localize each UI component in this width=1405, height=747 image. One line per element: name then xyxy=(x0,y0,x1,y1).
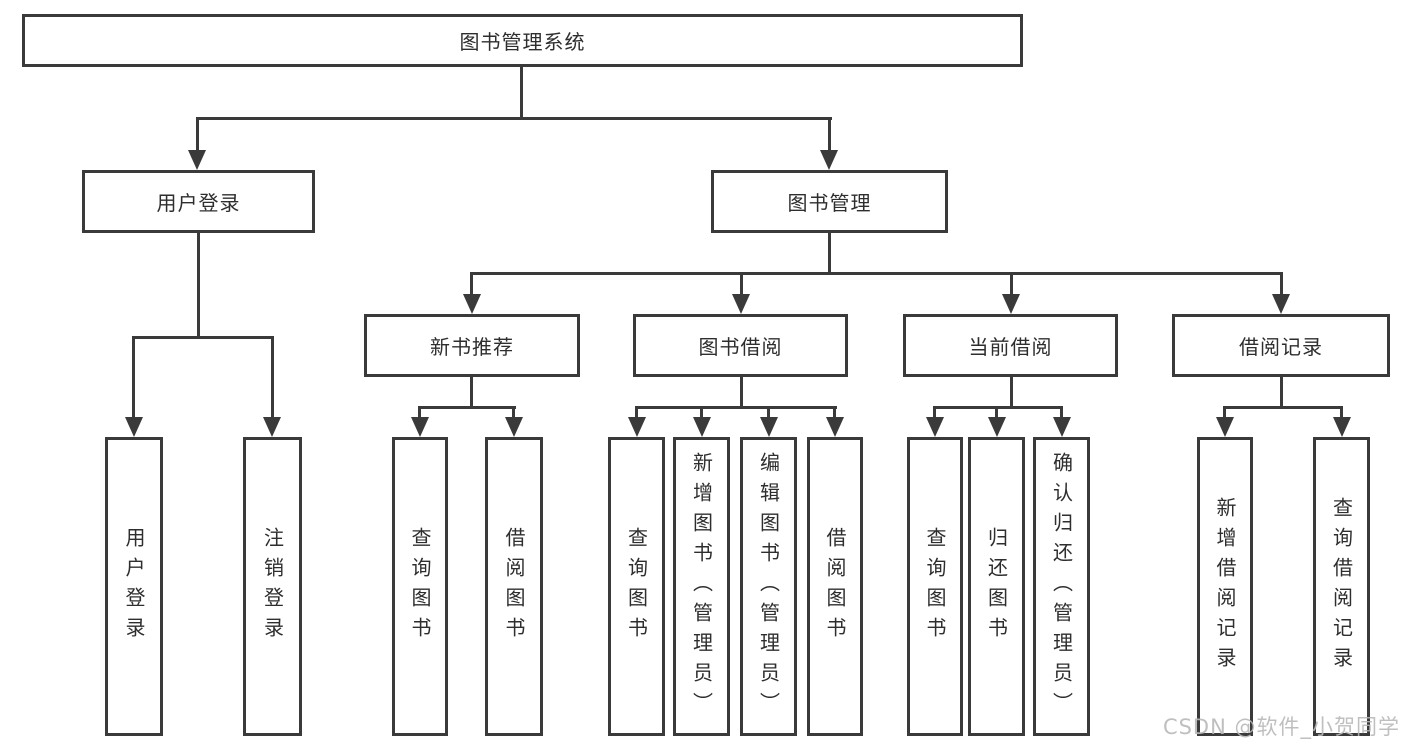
leaf-query-books-recommend: 查询图书 xyxy=(392,437,448,736)
node-new-book-recommend-label: 新书推荐 xyxy=(430,335,514,359)
connector-drop-borrow1 xyxy=(512,406,515,419)
leaf-query-borrow-record: 查询借阅记录 xyxy=(1313,437,1370,736)
leaf-query-books-recommend-label: 查询图书 xyxy=(408,526,432,647)
node-book-borrow: 图书借阅 xyxy=(633,314,848,377)
leaf-borrow-books-borrow: 借阅图书 xyxy=(807,437,863,736)
connector-drop-borrow-records xyxy=(1280,272,1283,296)
leaf-borrow-books-borrow-label: 借阅图书 xyxy=(823,526,847,647)
leaf-add-borrow-record: 新增借阅记录 xyxy=(1197,437,1253,736)
connector-borrowrecords-stem xyxy=(1280,375,1283,408)
connector-drop-leaf-login xyxy=(132,336,135,419)
connector-root-stem xyxy=(520,64,523,120)
leaf-query-books-borrow: 查询图书 xyxy=(608,437,665,736)
node-current-borrow: 当前借阅 xyxy=(903,314,1118,377)
leaf-logout-label: 注销登录 xyxy=(260,526,285,647)
node-book-borrow-label: 图书借阅 xyxy=(698,335,783,359)
leaf-borrow-books-recommend: 借阅图书 xyxy=(485,437,543,736)
arrowhead-borrow2 xyxy=(826,417,844,437)
leaf-edit-books-admin-label: 编辑图书（管理员） xyxy=(756,451,781,722)
connector-bookborrow-stem xyxy=(740,375,743,408)
connector-drop-query-record xyxy=(1340,406,1343,419)
connector-userlogin-stem xyxy=(197,231,200,338)
connector-userlogin-span xyxy=(132,336,274,339)
leaf-query-books-borrow-label: 查询图书 xyxy=(624,526,649,647)
arrowhead-edit-books xyxy=(760,417,778,437)
connector-drop-edit-books xyxy=(767,406,770,419)
arrowhead-leaf-logout xyxy=(263,417,281,437)
connector-bookmgmt-stem xyxy=(828,231,831,274)
leaf-query-books-current-label: 查询图书 xyxy=(923,526,947,647)
leaf-add-books-admin-label: 新增图书（管理员） xyxy=(689,451,714,722)
connector-currentborrow-span xyxy=(933,406,1063,409)
leaf-edit-books-admin: 编辑图书（管理员） xyxy=(740,437,797,736)
arrowhead-query1 xyxy=(411,417,429,437)
arrowhead-current-borrow xyxy=(1002,294,1020,314)
connector-drop-query1 xyxy=(418,406,421,419)
node-user-login: 用户登录 xyxy=(82,170,315,233)
arrowhead-return-books xyxy=(988,417,1006,437)
leaf-return-books-label: 归还图书 xyxy=(984,526,1009,647)
arrowhead-confirm-return xyxy=(1053,417,1071,437)
leaf-borrow-books-recommend-label: 借阅图书 xyxy=(502,526,526,647)
leaf-user-login: 用户登录 xyxy=(105,437,163,736)
connector-borrowrecords-span xyxy=(1223,406,1343,409)
leaf-add-books-admin: 新增图书（管理员） xyxy=(673,437,730,736)
connector-drop-borrow2 xyxy=(833,406,836,419)
connector-drop-add-books xyxy=(700,406,703,419)
arrowhead-add-record xyxy=(1216,417,1234,437)
arrowhead-borrow1 xyxy=(505,417,523,437)
arrowhead-leaf-login xyxy=(125,417,143,437)
node-book-management: 图书管理 xyxy=(711,170,948,233)
arrowhead-user-login xyxy=(188,150,206,170)
arrowhead-query-record xyxy=(1333,417,1351,437)
node-root-label: 图书管理系统 xyxy=(459,30,586,54)
node-book-management-label: 图书管理 xyxy=(787,191,872,215)
connector-bookmgmt-span xyxy=(470,272,1283,275)
node-borrow-records-label: 借阅记录 xyxy=(1239,335,1323,359)
connector-drop-new-book xyxy=(470,272,473,296)
connector-newbook-span xyxy=(418,406,516,409)
node-new-book-recommend: 新书推荐 xyxy=(364,314,580,377)
connector-root-span xyxy=(196,117,832,120)
csdn-watermark: CSDN @软件_小贺同学 xyxy=(1162,715,1400,739)
arrowhead-borrow-records xyxy=(1272,294,1290,314)
leaf-query-borrow-record-label: 查询借阅记录 xyxy=(1329,496,1354,677)
connector-drop-current-borrow xyxy=(1010,272,1013,296)
leaf-add-borrow-record-label: 新增借阅记录 xyxy=(1213,496,1237,677)
node-root: 图书管理系统 xyxy=(22,14,1023,67)
leaf-confirm-return-admin-label: 确认归还（管理员） xyxy=(1049,451,1074,722)
arrowhead-new-book xyxy=(463,294,481,314)
arrowhead-add-books xyxy=(693,417,711,437)
arrowhead-book-mgmt xyxy=(820,150,838,170)
connector-drop-book-mgmt xyxy=(828,117,831,152)
leaf-query-books-current: 查询图书 xyxy=(907,437,963,736)
leaf-confirm-return-admin: 确认归还（管理员） xyxy=(1033,437,1090,736)
connector-drop-query2 xyxy=(635,406,638,419)
connector-drop-add-record xyxy=(1223,406,1226,419)
connector-currentborrow-stem xyxy=(1010,375,1013,408)
connector-drop-return-books xyxy=(995,406,998,419)
arrowhead-query2 xyxy=(628,417,646,437)
leaf-logout: 注销登录 xyxy=(243,437,302,736)
node-user-login-label: 用户登录 xyxy=(156,191,241,215)
node-borrow-records: 借阅记录 xyxy=(1172,314,1390,377)
connector-drop-leaf-logout xyxy=(271,336,274,419)
leaf-return-books: 归还图书 xyxy=(968,437,1025,736)
connector-drop-book-borrow xyxy=(740,272,743,296)
connector-drop-user-login xyxy=(196,117,199,152)
arrowhead-book-borrow xyxy=(732,294,750,314)
connector-drop-query3 xyxy=(933,406,936,419)
connector-drop-confirm-return xyxy=(1060,406,1063,419)
node-current-borrow-label: 当前借阅 xyxy=(968,335,1053,359)
leaf-user-login-label: 用户登录 xyxy=(122,526,146,647)
connector-newbook-stem xyxy=(470,375,473,408)
arrowhead-query3 xyxy=(926,417,944,437)
connector-bookborrow-span xyxy=(635,406,837,409)
